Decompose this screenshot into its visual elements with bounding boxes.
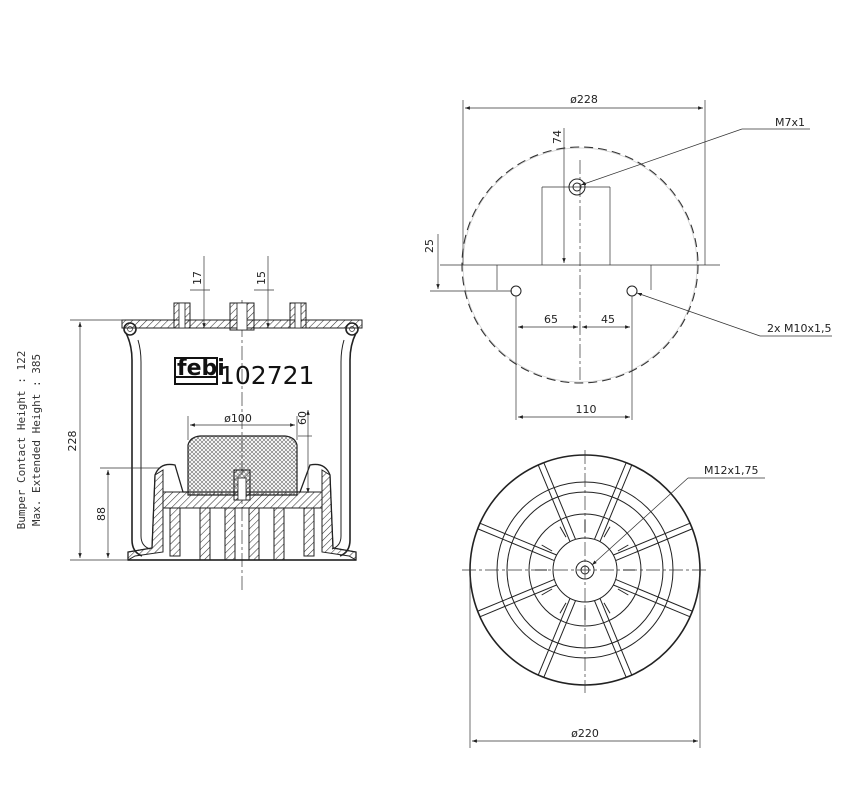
outer-rib	[615, 528, 693, 561]
brand-logo: febi	[174, 356, 225, 385]
inner-rib	[617, 544, 629, 552]
m7-hole	[568, 178, 586, 196]
side-view: 228 88 ø100 60 17	[15, 256, 363, 590]
note-max-extended-height: Max. Extended Height : 385	[30, 354, 43, 526]
dim-height-total: 228	[66, 319, 128, 561]
dim-25: 25	[423, 234, 512, 292]
dim-bottom-diameter: ø220	[469, 575, 701, 748]
inner-rib	[603, 602, 611, 614]
dim-label-45: 45	[601, 313, 615, 326]
inner-rib	[617, 588, 629, 596]
dim-label-228-top: ø228	[570, 93, 598, 106]
dim-label-74: 74	[551, 130, 564, 144]
outer-rib	[599, 598, 633, 676]
leader-m12: M12x1,75	[591, 464, 765, 566]
dim-label-65: 65	[544, 313, 558, 326]
bottom-view: ø220 M12x1,75	[462, 450, 765, 748]
dim-bumper-diameter: ø100	[187, 412, 298, 440]
outer-rib	[613, 522, 691, 556]
dim-label-17: 17	[191, 271, 204, 285]
outer-rib	[599, 464, 633, 542]
outer-rib	[543, 600, 576, 678]
m10-hole-left	[510, 285, 522, 297]
outer-rib	[537, 464, 571, 542]
dim-label-25: 25	[423, 239, 436, 253]
dim-74: 74	[551, 128, 566, 263]
dim-label-100: ø100	[224, 412, 252, 425]
stud-left	[173, 302, 191, 329]
dim-110: 110	[518, 403, 630, 419]
label-m12: M12x1,75	[704, 464, 759, 477]
logo-text: febi	[177, 356, 225, 381]
label-m10: 2x M10x1,5	[767, 322, 832, 335]
outer-rib	[477, 528, 555, 561]
inner-rib	[559, 526, 567, 538]
dim-height-piston: 88	[95, 467, 160, 558]
inner-rib	[541, 544, 553, 552]
outer-rib	[479, 584, 557, 618]
dim-label-220: ø220	[571, 727, 599, 740]
dim-stud-center: 15	[254, 256, 274, 328]
dim-bumper-height: 60	[296, 410, 312, 493]
stud-center	[229, 302, 255, 331]
leader-m10: 2x M10x1,5	[636, 292, 832, 337]
stud-right	[289, 302, 307, 329]
dim-label-88: 88	[95, 507, 108, 521]
dim-label-15: 15	[255, 271, 268, 285]
bumper	[187, 435, 298, 501]
leader-m7: M7x1	[580, 116, 810, 186]
outer-rib	[613, 584, 691, 618]
part-number: 102721	[219, 361, 314, 390]
outer-rib	[537, 598, 571, 676]
m10-hole-right	[626, 285, 638, 297]
outer-rib	[594, 462, 627, 540]
dim-top-diameter: ø228	[462, 93, 706, 265]
dim-label-228: 228	[66, 431, 79, 452]
outer-rib	[594, 600, 627, 678]
outer-rib	[543, 462, 576, 540]
outer-rib	[479, 522, 557, 556]
outer-rib	[615, 579, 693, 612]
inner-rib	[559, 602, 567, 614]
inner-rib	[603, 526, 611, 538]
outer-rib	[477, 579, 555, 612]
piston-ribs	[477, 462, 693, 678]
note-bumper-contact-height: Bumper Contact Height : 122	[15, 351, 28, 530]
inner-rib	[541, 588, 553, 596]
dim-label-60: 60	[296, 411, 309, 425]
dim-label-110: 110	[576, 403, 597, 416]
dim-stud-left: 17	[190, 256, 210, 328]
label-m7: M7x1	[775, 116, 805, 129]
top-view: ø228 74 25 65 45 110	[423, 93, 832, 420]
dim-65-45: 65 45	[515, 296, 633, 420]
